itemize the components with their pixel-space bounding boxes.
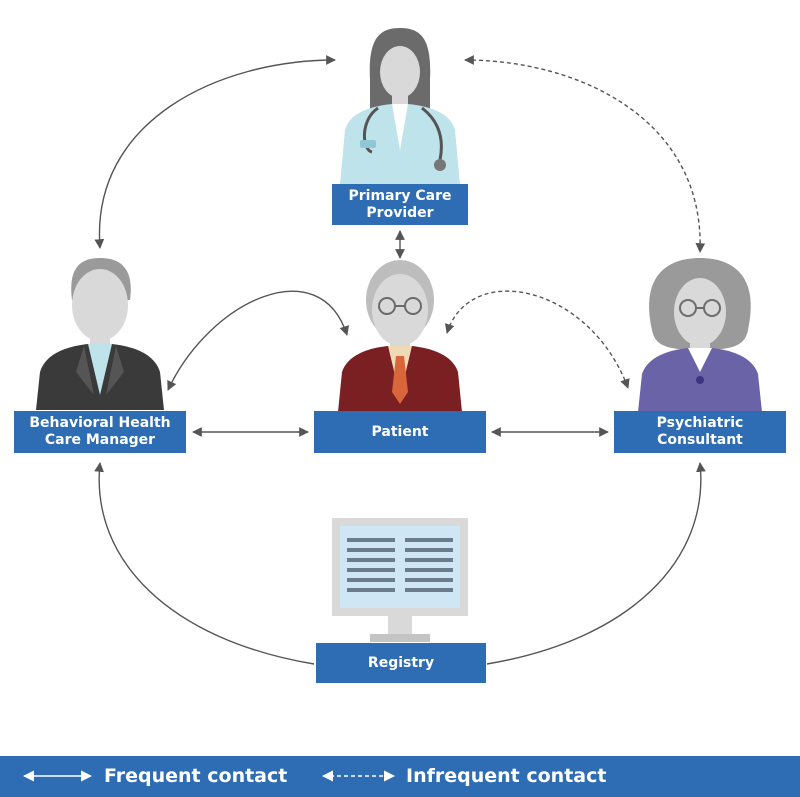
doctor-icon	[340, 28, 460, 185]
patient-text: Patient	[371, 423, 429, 440]
patient-label: Patient	[314, 411, 486, 453]
arrow-registry-behavioral	[94, 462, 315, 665]
arrow-pcp-psychiatric	[464, 55, 706, 253]
arrow-pcp-behavioral	[94, 55, 336, 249]
legend-frequent-label: Frequent contact	[104, 765, 288, 787]
registry-label: Registry	[316, 643, 486, 683]
arrow-patient-psychiatric-curve	[444, 290, 630, 389]
arrow-registry-psychiatric	[486, 462, 706, 665]
registry-text: Registry	[367, 654, 435, 671]
psychiatric-line2: Consultant	[657, 432, 743, 448]
behavioral-line2: Care Manager	[44, 432, 156, 448]
care-manager-icon	[36, 258, 164, 410]
arrow-behavioral-patient-curve	[167, 290, 349, 391]
computer-monitor-icon	[332, 518, 468, 642]
psychiatrist-icon	[638, 258, 762, 412]
primary-care-line1: Primary Care	[348, 187, 452, 204]
primary-care-line2: Provider	[366, 204, 434, 221]
psychiatric-consultant-label: Psychiatric Consultant	[614, 411, 786, 453]
legend-arrow-graphics	[22, 770, 396, 782]
legend-infrequent-label: Infrequent contact	[406, 765, 607, 787]
psychiatric-line1: Psychiatric	[656, 415, 744, 431]
behavioral-health-care-manager-label: Behavioral Health Care Manager	[14, 411, 186, 453]
legend-bar: Frequent contact Infrequent contact	[0, 756, 800, 797]
patient-icon	[338, 260, 462, 412]
primary-care-provider-label: Primary Care Provider	[332, 184, 468, 225]
behavioral-line1: Behavioral Health	[29, 415, 171, 431]
